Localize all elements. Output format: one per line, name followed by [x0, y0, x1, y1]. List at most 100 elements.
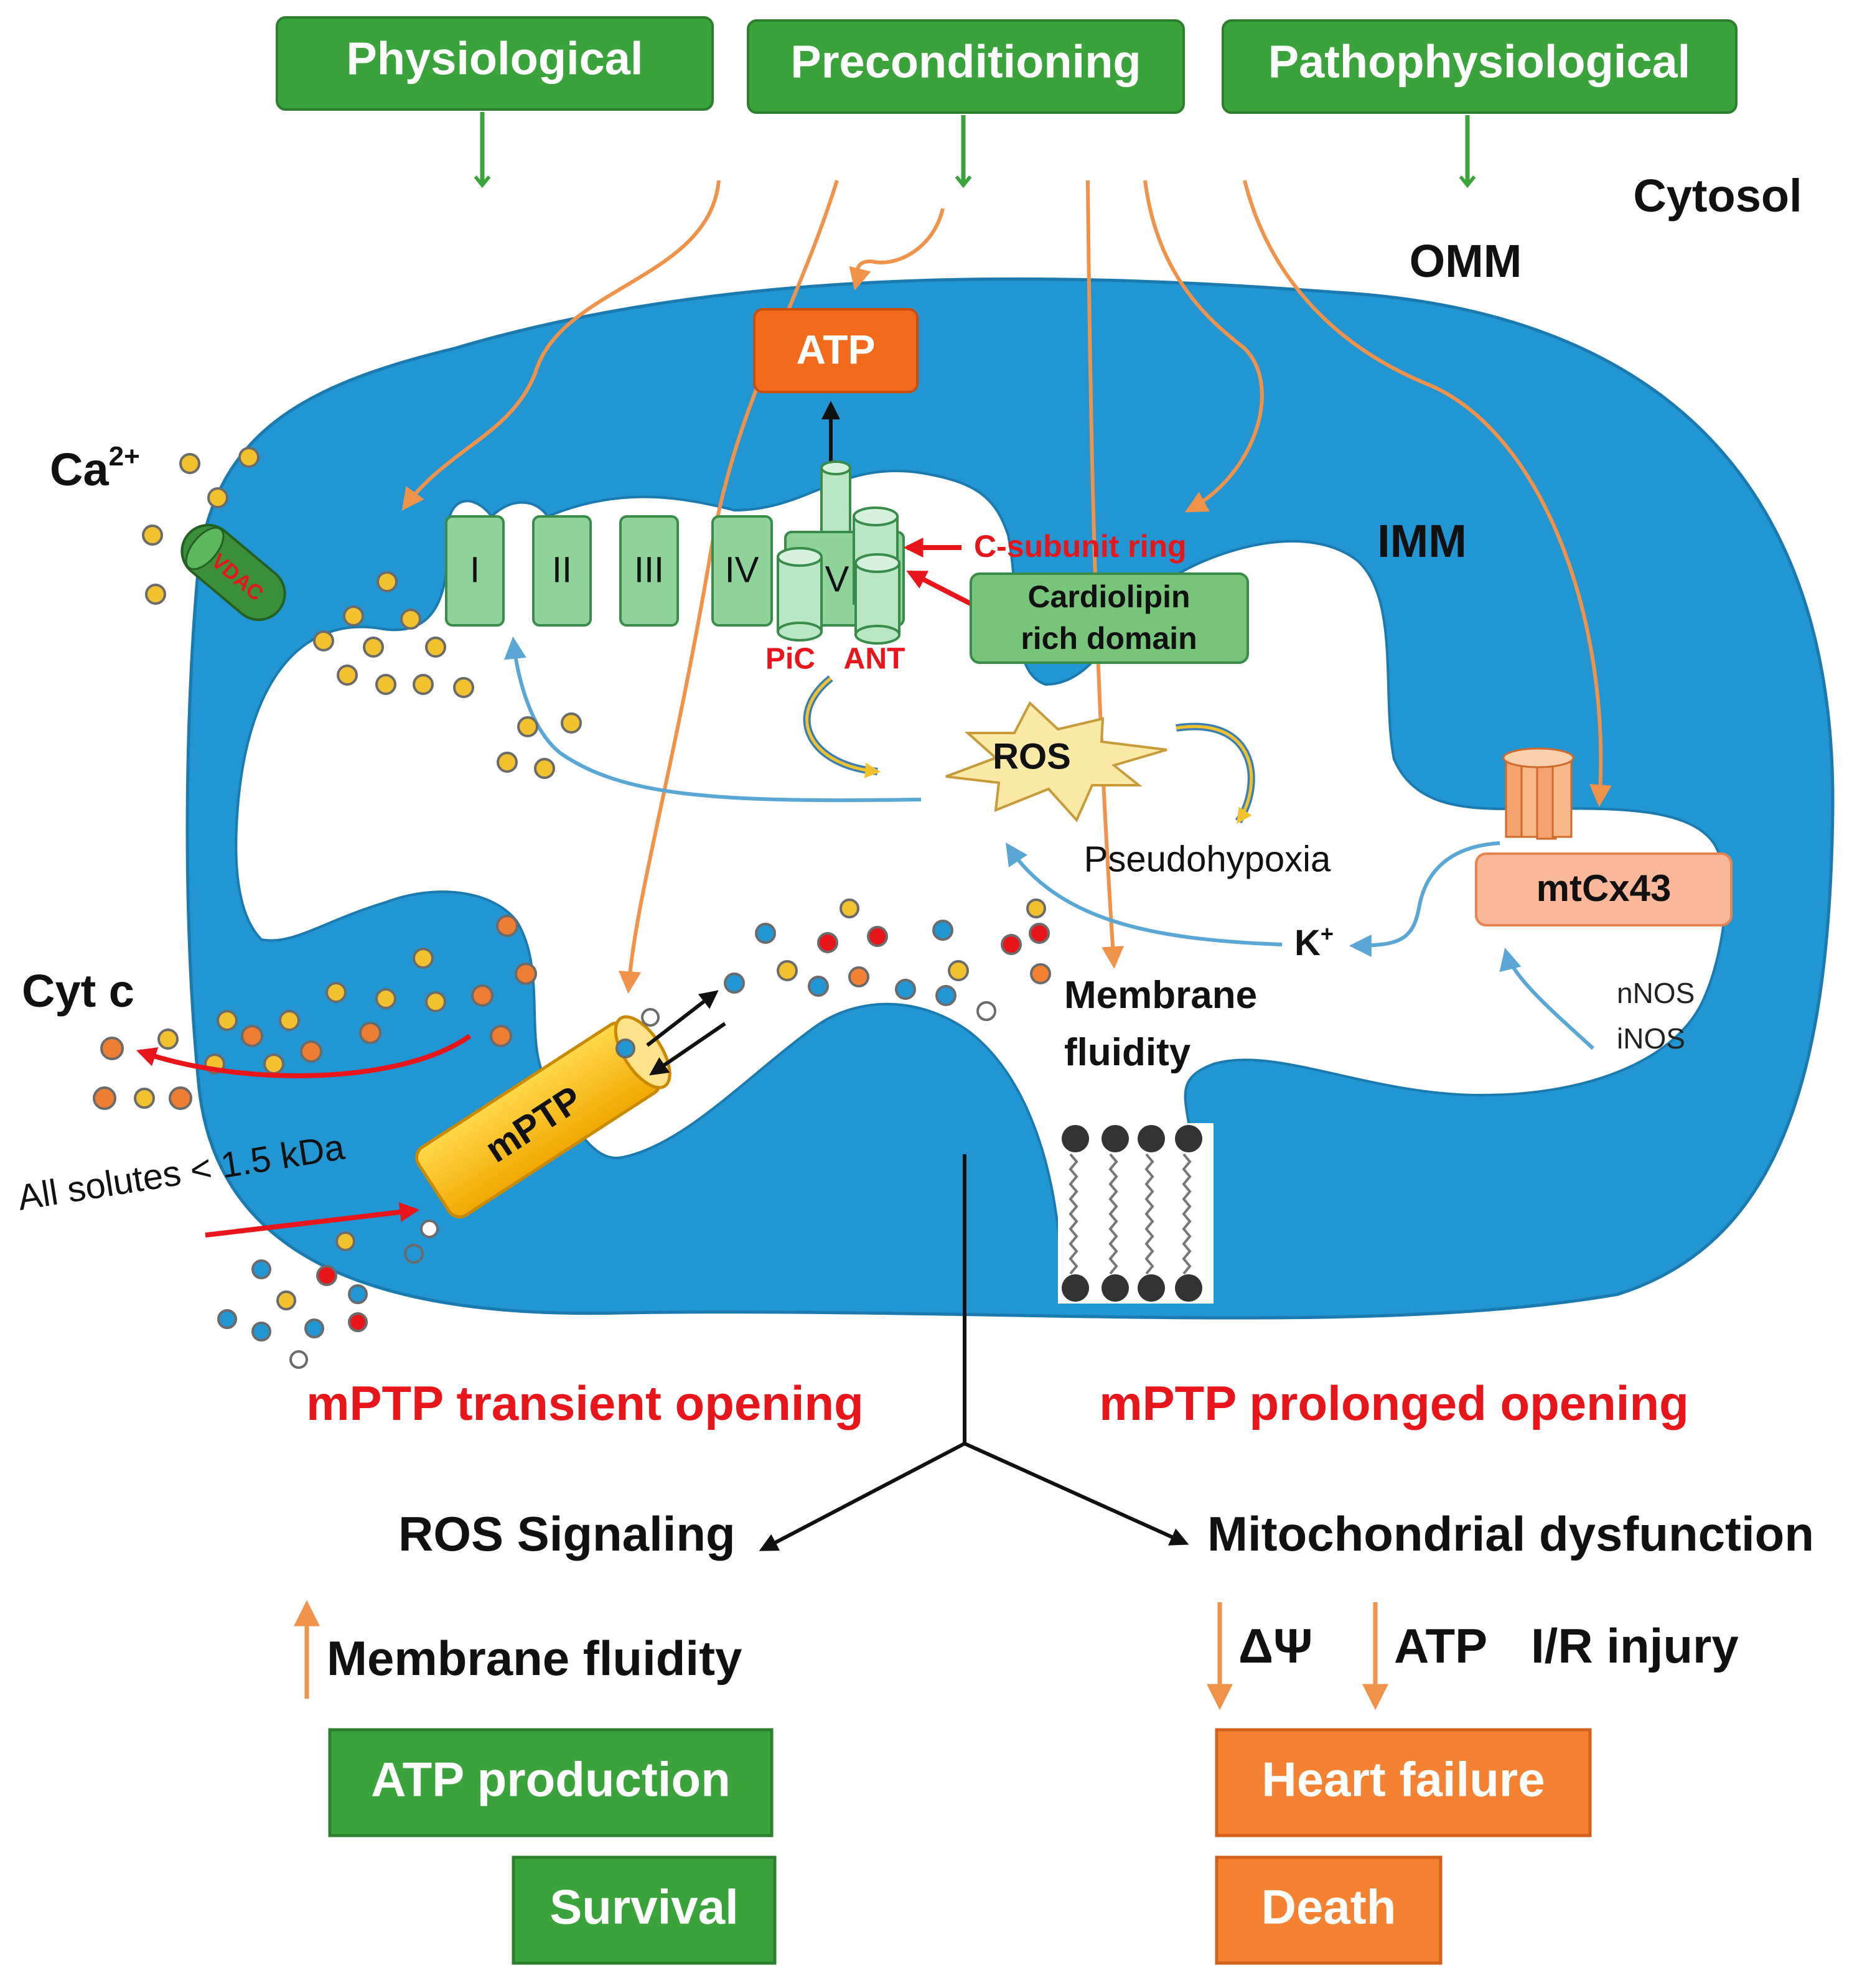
orange-pathway-arrows	[401, 180, 1612, 994]
pic-label: PiC	[765, 643, 815, 676]
cyt-c-label: Cyt c	[22, 965, 134, 1017]
mitochondrial-dysfunction-label: Mitochondrial dysfunction	[1207, 1506, 1814, 1561]
calcium-particle	[238, 447, 260, 468]
heart-failure-box: Heart failure	[1215, 1728, 1592, 1837]
survival-box: Survival	[512, 1855, 777, 1965]
cytosol-label: Cytosol	[1633, 170, 1802, 222]
trigger-physiological-label: Physiological	[346, 33, 643, 85]
ir-injury-label: I/R injury	[1531, 1618, 1739, 1673]
calcium-particle	[207, 487, 228, 508]
complex-v: V	[777, 460, 905, 645]
pic-cylinder	[777, 547, 823, 642]
potassium-label: K+	[1294, 921, 1334, 963]
calcium-particle	[313, 630, 334, 651]
calcium-particle	[343, 605, 364, 627]
membrane-fluidity-outcome: Membrane fluidity	[327, 1631, 742, 1686]
transient-branch-arrow	[759, 1442, 966, 1551]
trigger-preconditioning: Preconditioning	[747, 19, 1185, 114]
orange-pathway-arrow	[1086, 180, 1125, 969]
complex-iii-label: III	[634, 549, 664, 590]
cardiolipin-line1: Cardiolipin	[1027, 579, 1190, 614]
ros-cycle-arrows	[803, 675, 1255, 824]
complex-iii: III	[619, 515, 679, 627]
mptp-influx-arrow	[649, 1022, 726, 1076]
cyt-c-release-arrow	[136, 1034, 472, 1078]
cardiolipin-arrow	[906, 570, 981, 611]
c-subunit-ring-label: C-subunit ring	[974, 529, 1187, 564]
solutes-arrow	[205, 1202, 420, 1238]
blue-arrows	[503, 636, 1595, 1050]
nnos-label: nNOS	[1617, 977, 1695, 1009]
calcium-particle	[497, 752, 518, 773]
mtcx43-channel: mtCx43	[1475, 747, 1733, 926]
calcium-particle	[179, 453, 200, 474]
cardiolipin-box: Cardiolipin rich domain	[970, 572, 1249, 664]
atp-production-box: ATP production	[328, 1728, 774, 1837]
orange-pathway-arrow	[1243, 180, 1612, 808]
connexin-hemichannel-icon	[1502, 747, 1574, 840]
ant-label: ANT	[844, 643, 905, 676]
atp-box: ATP	[753, 308, 919, 393]
calcium-particle	[375, 674, 396, 695]
calcium-particle	[425, 637, 446, 658]
mtcx43-to-potassium-arrow	[1349, 841, 1500, 957]
atp-box-label: ATP	[796, 326, 875, 372]
complex-iv-label: IV	[725, 549, 759, 590]
complex-v-label: V	[825, 559, 849, 599]
calcium-ion: Ca2+	[50, 441, 140, 495]
trigger-pathophysiological: Pathophysiological	[1222, 19, 1738, 114]
trigger-pathophysiological-label: Pathophysiological	[1268, 36, 1690, 88]
calcium-particle	[145, 584, 166, 605]
prolonged-opening-title: mPTP prolonged opening	[1099, 1376, 1689, 1430]
calcium-particle	[534, 758, 555, 779]
calcium-label: Ca2+	[50, 441, 140, 495]
outcome-branches	[759, 1154, 1189, 1551]
survival-label: Survival	[550, 1880, 739, 1934]
complex-i: I	[445, 515, 505, 627]
atp-production-label: ATP production	[371, 1752, 731, 1807]
ros-burst: ROS	[945, 701, 1167, 823]
orange-pathway-arrow	[619, 180, 839, 994]
calcium-particles	[142, 447, 582, 779]
calcium-particle	[363, 637, 384, 658]
membrane-fluidity-line1: Membrane	[1064, 974, 1257, 1017]
heart-failure-label: Heart failure	[1261, 1752, 1545, 1807]
cardiolipin-line2: rich domain	[1021, 621, 1197, 656]
mtcx43-label: mtCx43	[1537, 867, 1672, 909]
calcium-particle	[453, 677, 474, 698]
transient-opening-title: mPTP transient opening	[306, 1376, 864, 1430]
imm-label: IMM	[1377, 515, 1467, 567]
trigger-arrows	[474, 112, 1476, 189]
complex-ii: II	[532, 515, 592, 627]
atp-decrease-label: ATP	[1394, 1618, 1487, 1673]
orange-pathway-arrow	[1143, 180, 1264, 513]
prolonged-branch-arrow	[963, 1442, 1189, 1546]
nos-to-mtcx43-arrow	[1499, 948, 1595, 1050]
complex-ii-label: II	[552, 549, 572, 590]
phospholipid-bilayer-icon	[1058, 1123, 1214, 1304]
trigger-preconditioning-label: Preconditioning	[790, 36, 1141, 88]
ros-label: ROS	[993, 736, 1071, 777]
calcium-particle	[377, 571, 398, 592]
calcium-particle	[517, 716, 538, 737]
calcium-particle	[413, 674, 434, 695]
orange-pathway-arrow	[849, 208, 945, 291]
ant-cylinder	[854, 553, 900, 645]
complex-iv: IV	[711, 515, 773, 627]
death-box: Death	[1215, 1855, 1443, 1965]
calcium-particle	[561, 712, 582, 734]
calcium-particle	[142, 525, 163, 546]
delta-psi-label: ΔΨ	[1238, 1618, 1312, 1673]
calcium-particle	[400, 609, 421, 630]
orange-pathway-arrow	[401, 180, 721, 511]
ros-feedback-arrow	[503, 636, 922, 803]
cytochrome-c-particles	[93, 915, 537, 1110]
omm-label: OMM	[1410, 235, 1522, 287]
complex-i-label: I	[470, 549, 480, 590]
potassium-ion: K+	[1294, 921, 1334, 963]
pseudohypoxia-label: Pseudohypoxia	[1084, 839, 1331, 879]
inos-label: iNOS	[1617, 1022, 1685, 1055]
potassium-to-ros-arrow	[1006, 842, 1283, 946]
trigger-physiological: Physiological	[276, 16, 714, 111]
